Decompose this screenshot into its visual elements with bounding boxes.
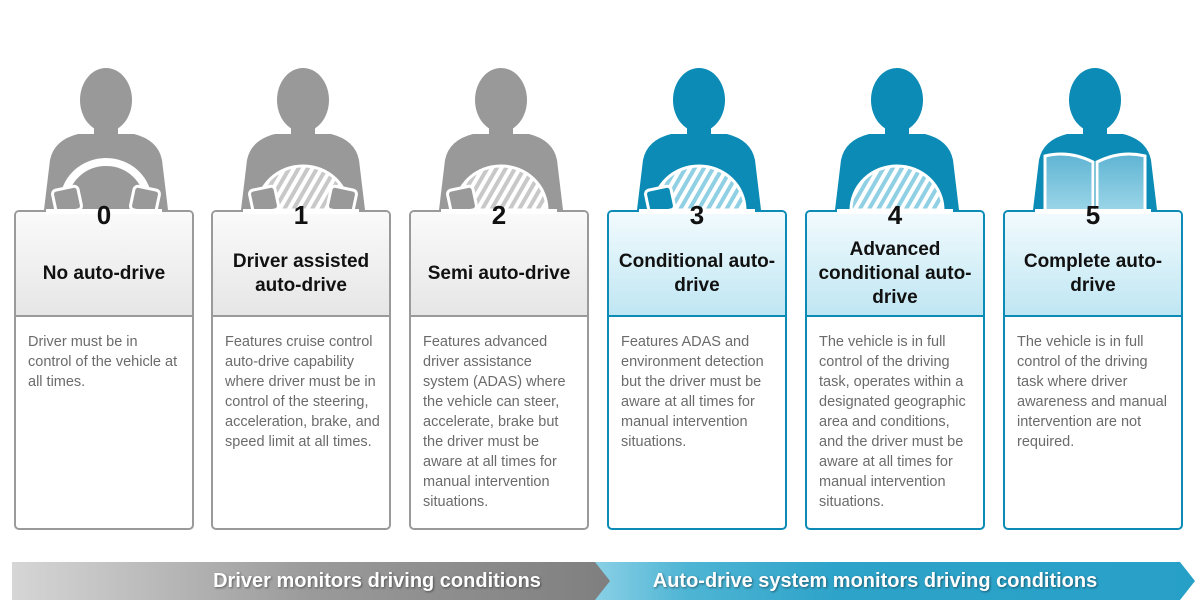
level-card: 3 Conditional auto-drive Features ADAS a…: [607, 200, 787, 530]
driver-both-hands-assisted-wheel-icon: [211, 60, 395, 230]
level-4: 4 Advanced conditional auto-drive The ve…: [805, 0, 989, 532]
driver-monitors-label: Driver monitors driving conditions: [213, 569, 541, 592]
level-card-header: 2 Semi auto-drive: [411, 200, 587, 317]
driver-hands-off-wheel-icon: [805, 60, 989, 230]
level-number: 4: [887, 200, 903, 230]
level-title: No auto-drive: [42, 262, 166, 284]
level-description: The vehicle is in full control of the dr…: [1017, 334, 1167, 450]
level-5: 5 Complete auto-drive The vehicle is in …: [1003, 0, 1187, 532]
level-card: 2 Semi auto-drive Features advanced driv…: [409, 200, 589, 530]
system-monitors-label: Auto-drive system monitors driving condi…: [652, 569, 1098, 592]
driver-one-hand-wheel-icon: [607, 60, 791, 230]
level-number: 3: [689, 200, 705, 230]
level-0: 0 No auto-drive Driver must be in contro…: [14, 0, 198, 532]
level-card: 4 Advanced conditional auto-drive The ve…: [805, 200, 985, 530]
level-card: 5 Complete auto-drive The vehicle is in …: [1003, 200, 1183, 530]
level-number: 5: [1085, 200, 1101, 230]
level-card: 1 Driver assisted auto-drive Features cr…: [211, 200, 391, 530]
level-3: 3 Conditional auto-drive Features ADAS a…: [607, 0, 791, 532]
level-card: 0 No auto-drive Driver must be in contro…: [14, 200, 194, 530]
level-card-header: 0 No auto-drive: [16, 200, 192, 317]
driver-one-hand-wheel-icon: [409, 60, 593, 230]
driver-both-hands-on-wheel-icon: [14, 60, 198, 230]
level-description: Features ADAS and environment detection …: [621, 334, 764, 450]
level-card-header: 3 Conditional auto-drive: [609, 200, 785, 317]
level-title: Semi auto-drive: [427, 262, 571, 284]
driver-monitors-banner: Driver monitors driving conditions: [12, 562, 612, 600]
driver-reading-book-icon: [1003, 60, 1187, 230]
level-title: Driver assisted auto-drive: [232, 250, 370, 296]
level-2: 2 Semi auto-drive Features advanced driv…: [409, 0, 593, 532]
level-1: 1 Driver assisted auto-drive Features cr…: [211, 0, 395, 532]
system-monitors-banner: Auto-drive system monitors driving condi…: [595, 562, 1195, 600]
level-description: The vehicle is in full control of the dr…: [819, 334, 966, 510]
level-title: Conditional auto-drive: [618, 250, 776, 296]
level-number: 0: [96, 200, 112, 230]
level-card-header: 4 Advanced conditional auto-drive: [807, 200, 983, 317]
level-number: 2: [491, 200, 507, 230]
level-description: Driver must be in control of the vehicle…: [28, 334, 178, 390]
level-card-header: 1 Driver assisted auto-drive: [213, 200, 389, 317]
level-title: Complete auto-drive: [1023, 250, 1163, 296]
level-title: Advanced conditional auto-drive: [818, 238, 972, 308]
level-number: 1: [293, 200, 309, 230]
level-description: Features cruise control auto-drive capab…: [225, 334, 380, 450]
level-card-header: 5 Complete auto-drive: [1005, 200, 1181, 317]
level-description: Features advanced driver assistance syst…: [423, 334, 566, 510]
